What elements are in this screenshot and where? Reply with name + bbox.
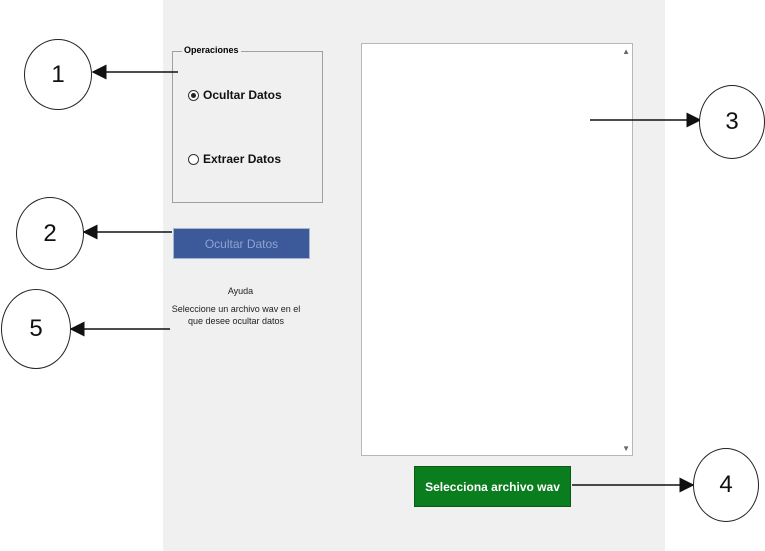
scroll-down-icon[interactable]: ▼: [622, 444, 630, 453]
radio-ocultar-label: Ocultar Datos: [203, 88, 282, 102]
callout-5: 5: [1, 289, 71, 369]
radio-extraer-datos[interactable]: Extraer Datos: [188, 152, 281, 166]
operations-legend: Operaciones: [182, 45, 241, 55]
callout-1: 1: [24, 39, 92, 110]
callout-3: 3: [699, 85, 765, 159]
radio-ocultar-datos[interactable]: Ocultar Datos: [188, 88, 282, 102]
help-text: Seleccione un archivo wav en el que dese…: [171, 304, 301, 326]
radio-checked-icon: [188, 89, 199, 101]
callout-4: 4: [693, 448, 759, 522]
help-title: Ayuda: [227, 286, 254, 296]
operations-groupbox: [172, 51, 323, 203]
radio-extraer-label: Extraer Datos: [203, 152, 282, 166]
scroll-up-icon[interactable]: ▲: [622, 47, 630, 56]
callout-2: 2: [16, 197, 84, 270]
output-textarea[interactable]: ▲ ▼: [361, 43, 633, 456]
radio-unchecked-icon: [188, 153, 199, 165]
select-wav-file-button[interactable]: Selecciona archivo wav: [414, 466, 571, 507]
ocultar-datos-button[interactable]: Ocultar Datos: [173, 228, 310, 259]
